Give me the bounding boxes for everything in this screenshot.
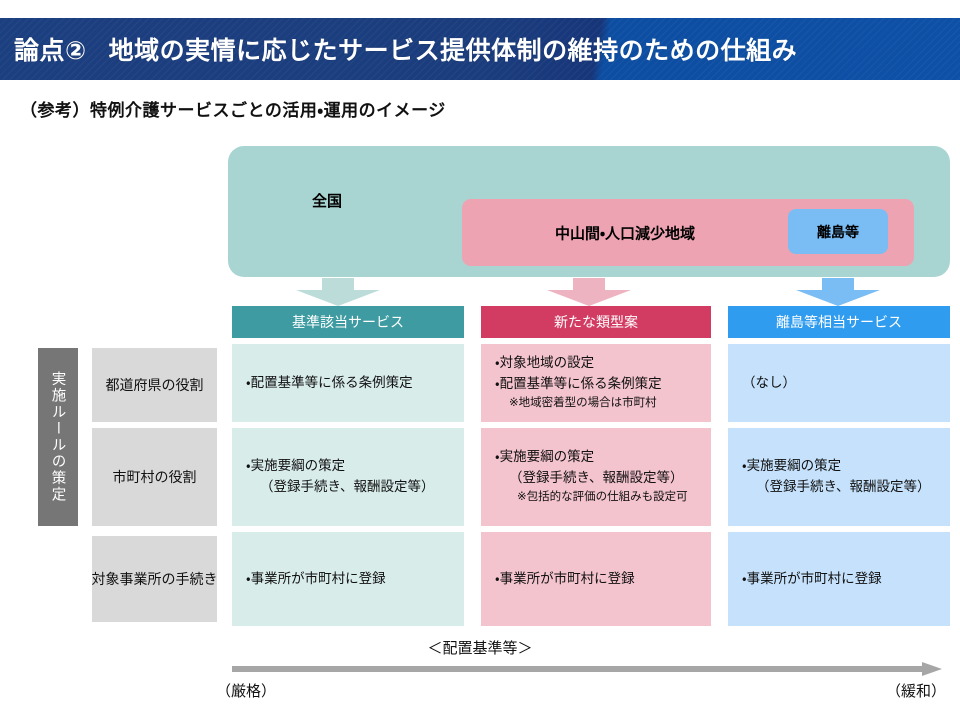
gradient-axis-arrow-icon (232, 662, 942, 676)
cell-line: ・事業所が市町村に登録 (246, 570, 386, 586)
cell-line: ・事業所が市町村に登録 (742, 570, 882, 586)
island-box: 離島等 (788, 209, 888, 254)
column-header-island-service: 離島等相当サービス (728, 306, 950, 338)
cell-line: ・事業所が市町村に登録 (495, 570, 635, 586)
cell-line: ・配置基準等に係る条例策定 (246, 374, 413, 390)
column-header-new-category: 新たな類型案 (481, 306, 711, 338)
header-banner: 論点② 地域の実情に応じたサービス提供体制の維持のための仕組み (0, 18, 960, 80)
axis-caption: ＜配置基準等＞ (427, 640, 533, 657)
cell-island-municipality: ・実施要綱の策定 （登録手続き、報酬設定等） (728, 428, 950, 526)
cell-line: ・対象地域の設定 (495, 355, 595, 371)
cell-line: （登録手続き、報酬設定等） (756, 479, 931, 494)
cell-note: ※包括的な評価の仕組みも設定可 (517, 491, 688, 504)
column-header-standard-service: 基準該当サービス (232, 306, 464, 338)
cell-island-prefecture: （なし） (728, 344, 950, 422)
rule-setting-spine-label: 実施ルールの策定 (38, 348, 78, 526)
depopulated-region-label: 中山間・人口減少地域 (554, 225, 696, 242)
cell-standard-procedure: ・事業所が市町村に登録 (232, 532, 464, 626)
cell-line: ・実施要綱の策定 (246, 458, 346, 474)
cell-line: ・配置基準等に係る条例策定 (495, 376, 662, 392)
row-label-municipality-role: 市町村の役割 (92, 428, 217, 526)
cell-standard-prefecture: ・配置基準等に係る条例策定 (232, 344, 464, 422)
cell-island-procedure: ・事業所が市町村に登録 (728, 532, 950, 626)
cell-line: （登録手続き、報酬設定等） (260, 479, 435, 494)
row-label-prefecture-role: 都道府県の役割 (92, 348, 217, 422)
cell-note: ※地域密着型の場合は市町村 (509, 397, 657, 410)
axis-label-strict: （厳格） (216, 683, 277, 700)
subtitle: （参考）特例介護サービスごとの活用・運用のイメージ (20, 101, 446, 120)
down-arrow-pink-icon (547, 278, 631, 306)
cell-new-category-procedure: ・事業所が市町村に登録 (481, 532, 711, 626)
cell-standard-municipality: ・実施要綱の策定 （登録手続き、報酬設定等） (232, 428, 464, 526)
discussion-point-tag: 論点② (14, 37, 87, 65)
cell-line: （登録手続き、報酬設定等） (509, 470, 684, 486)
cell-line: ・実施要綱の策定 (495, 449, 595, 465)
header-title-text: 地域の実情に応じたサービス提供体制の維持のための仕組み (108, 37, 798, 65)
page-title: 論点② 地域の実情に応じたサービス提供体制の維持のための仕組み (14, 31, 797, 67)
axis-label-relaxed: （緩和） (885, 683, 946, 700)
cell-new-category-municipality: ・実施要綱の策定 （登録手続き、報酬設定等） ※包括的な評価の仕組みも設定可 (481, 428, 711, 526)
row-label-facility-procedure: 対象事業所の手続き (92, 536, 218, 622)
cell-line: ・実施要綱の策定 (742, 458, 842, 474)
nationwide-label: 全国 (312, 193, 343, 210)
cell-new-category-prefecture: ・対象地域の設定 ・配置基準等に係る条例策定 ※地域密着型の場合は市町村 (481, 344, 711, 422)
cell-line: （なし） (742, 374, 796, 390)
down-arrow-blue-icon (796, 278, 880, 306)
down-arrow-teal-icon (296, 278, 380, 306)
